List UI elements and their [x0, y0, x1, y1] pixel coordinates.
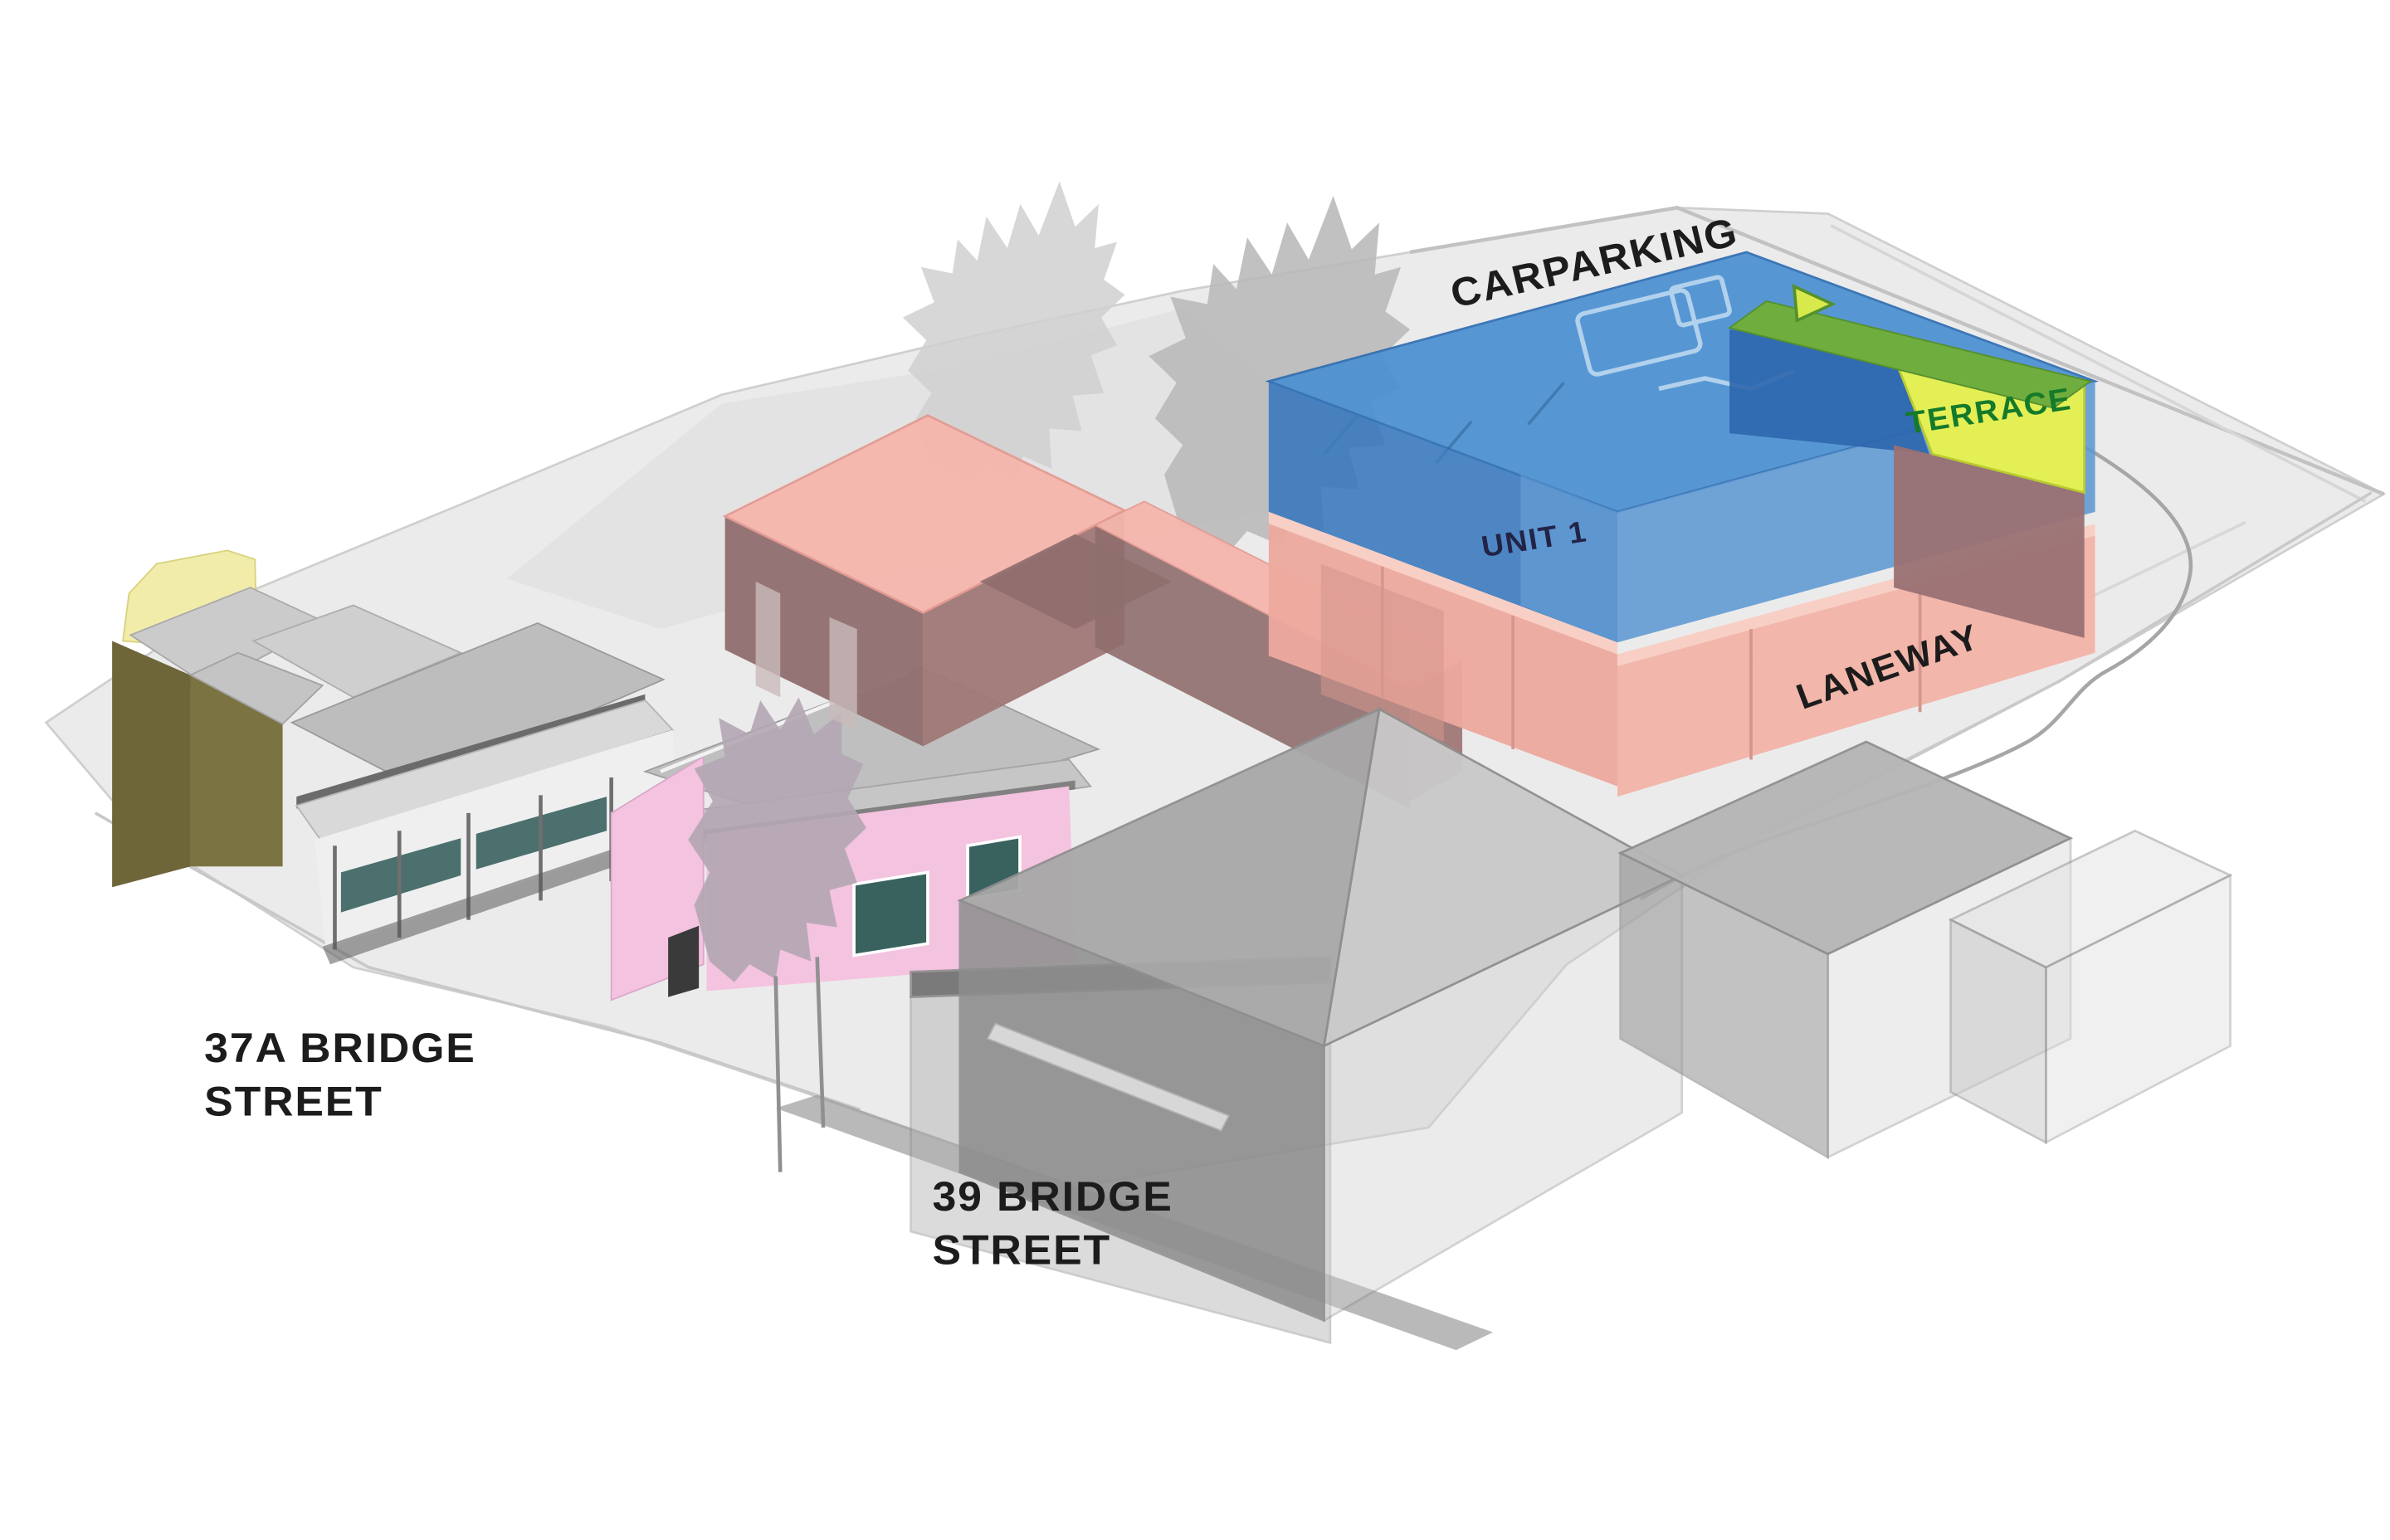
link-roof	[251, 604, 463, 699]
site-boundary-ne-line-inner	[1830, 224, 2367, 503]
front-tree-group	[688, 697, 866, 1172]
massing39-right-box-sw	[1949, 918, 2047, 1145]
tree-canopy-back-icon	[902, 181, 1125, 485]
olive-side-gable-wall	[190, 675, 283, 867]
units-divider-lines	[1380, 567, 1922, 760]
carpark-structure	[1265, 251, 2100, 797]
massing39-rear-sw-wall	[1619, 850, 1829, 1160]
cottage-door	[668, 925, 700, 997]
address-37a-line1: 37A BRIDGE	[204, 1025, 476, 1071]
massing-left-wall	[724, 516, 924, 747]
massing-39	[910, 707, 2233, 1344]
massing-left-wall-opening-2	[829, 616, 857, 730]
terrace-structure	[1728, 284, 2093, 638]
house37a-main-roof	[290, 622, 666, 787]
massing39-glass-ledge	[986, 1022, 1230, 1132]
front-tree-canopy-icon	[688, 697, 866, 982]
street-curb-line	[94, 811, 861, 1112]
address-39-line1: 39 BRIDGE	[932, 1173, 1173, 1220]
terrace-corner-triangle	[1792, 284, 1836, 323]
olive-front-wall	[112, 641, 191, 888]
massing39-sw-wall	[958, 899, 1325, 1323]
address-37a-line2: STREET	[204, 1078, 383, 1124]
olive-roof-plane	[188, 651, 324, 725]
terrace-green-roof-strip	[1728, 300, 2093, 409]
massing39-se-wall	[1323, 873, 1684, 1323]
front-tree-trunks	[773, 957, 826, 1172]
building-37a-outbuilding	[112, 549, 463, 888]
terrace-lower-walls	[1894, 445, 2085, 638]
address-39-line2: STREET	[932, 1226, 1110, 1273]
address-39-label: 39 BRIDGE STREET	[932, 1173, 1173, 1273]
proposed-massing-37	[722, 414, 1465, 809]
house-37a	[290, 622, 684, 965]
massing39-main-roof-right	[1322, 707, 1685, 1048]
massing-courtyard	[979, 534, 1173, 630]
house37a-base-shadow	[322, 827, 684, 965]
units-wall-top-strip-left	[1268, 511, 1617, 655]
carpark-front-left-partition-glow	[1520, 475, 1617, 643]
massing-left-wall-opening-1	[755, 581, 781, 698]
cottage-window-1	[852, 870, 929, 958]
site-boundary-ne-line	[1409, 206, 2385, 496]
address-37a-label: 37A BRIDGE STREET	[204, 1025, 476, 1124]
